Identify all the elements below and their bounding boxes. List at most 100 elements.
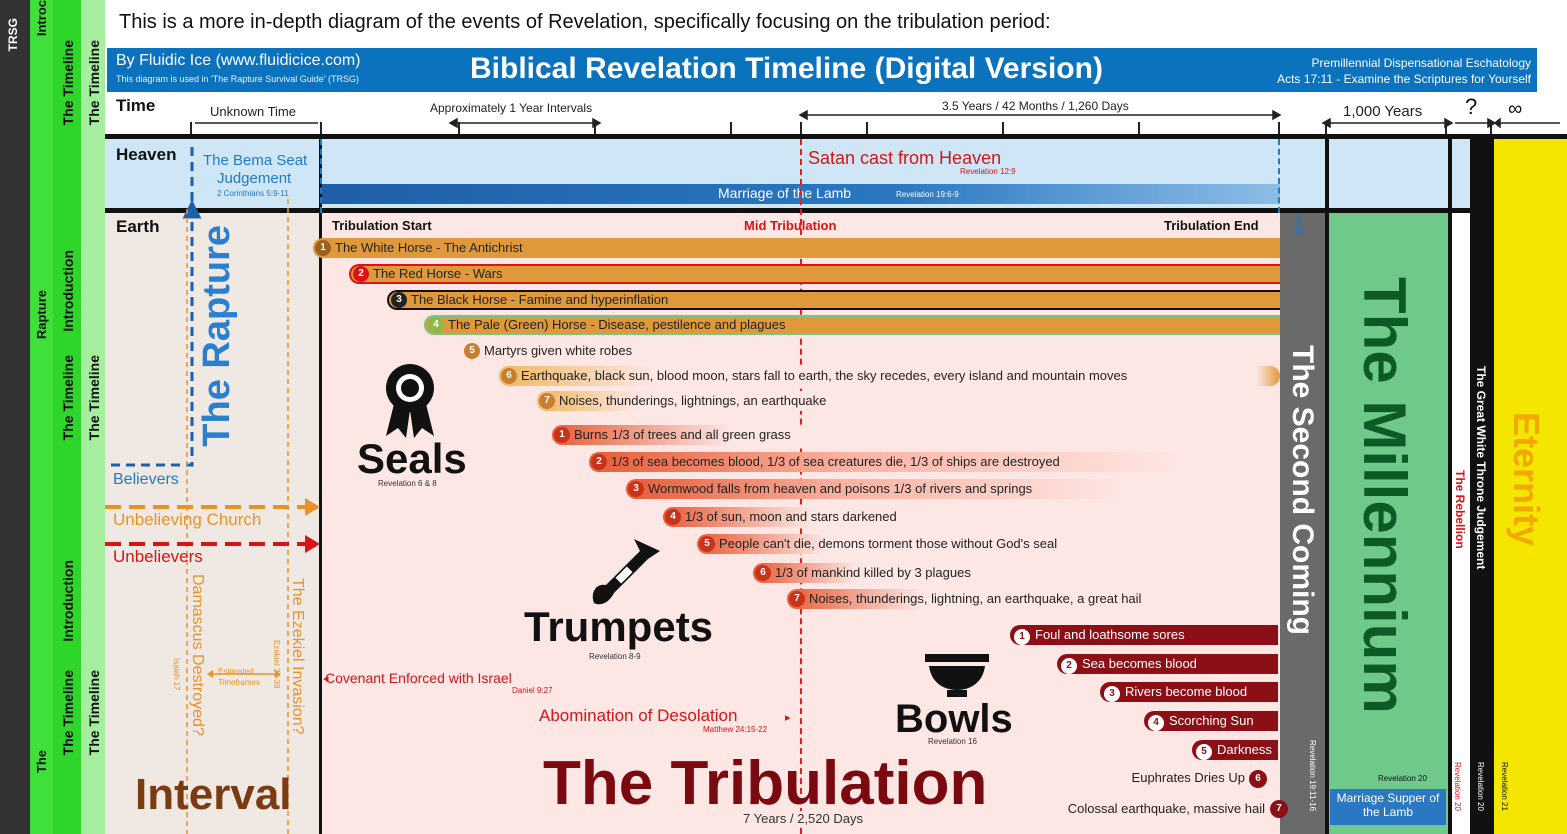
bowl-7-num: 7 [1270,800,1288,818]
covenant-label: Covenant Enforced with Israel [325,670,512,686]
seal-num: 6 [501,368,517,384]
tribulation-subtitle: 7 Years / 2,520 Days [743,811,863,826]
sidebar-trsg-label[interactable]: TRSG [6,18,20,52]
bowl-text: Sea becomes blood [1082,656,1197,671]
tick [320,122,322,134]
time-infinity: ∞ [1508,98,1523,120]
bowl-text: Scorching Sun [1169,713,1254,728]
sidebar-item-rapture[interactable]: Rapture [34,290,49,340]
sidebar-dark [0,0,30,834]
header-bar [107,48,1537,92]
time-approx: Approximately 1 Year Intervals [430,101,593,115]
sidebar-item-introduction-1[interactable]: Introduction [60,250,76,332]
satan-ref: Revelation 12:9 [960,167,1016,176]
trumpets-label: Trumpets [524,603,714,650]
ezekiel-ref: Ezekiel 38-39 [272,640,281,689]
marriage-ref: Revelation 19:6-9 [896,190,959,199]
bowl-num: 5 [1196,744,1212,760]
time-thousand: 1,000 Years [1343,103,1423,120]
millennium-label: The Millennium [1351,277,1418,714]
header-title: Biblical Revelation Timeline (Digital Ve… [470,52,1103,85]
supper-box: Marriage Supper of the Lamb [1330,789,1446,825]
bema-dashed-line [320,139,322,213]
seal-num: 2 [353,266,369,282]
interval-zone [105,213,320,834]
rapture-lines [105,147,320,834]
rebellion-column [1452,213,1470,834]
trumpet-text: Noises, thunderings, lightning, an earth… [809,591,1142,606]
tick [730,122,732,134]
time-label: Time [116,96,156,115]
sidebar-item-introduction-2[interactable]: Introduction [60,560,76,642]
trumpet-text: Wormwood falls from heaven and poisons 1… [648,481,1033,496]
black-column-b [1448,139,1452,834]
header-right-2: Acts 17:11 - Examine the Scriptures for … [1277,72,1531,86]
tick [1325,122,1327,134]
gwt-column [1470,139,1494,834]
sidebar-item-timeline-mid[interactable]: The Timeline [86,355,102,441]
trumpet-num: 3 [628,481,644,497]
abomination-arrow-icon: ▸ [785,712,791,724]
sidebar-item-timeline-3[interactable]: The Timeline [60,670,76,756]
seals-ref: Revelation 6 & 8 [378,479,437,488]
seal-num: 5 [464,343,480,359]
trumpet-text: People can't die, demons torment those w… [719,536,1058,551]
marriage-label: Marriage of the Lamb [718,185,852,201]
seal-ribbon-icon [386,364,434,438]
sidebar-item-timeline-2[interactable]: The Timeline [60,355,76,441]
sidebar-item-timeline-1[interactable]: The Timeline [60,40,76,126]
estimated-label: Estimated [218,667,254,676]
sidebar-item-intro[interactable]: Introc [34,0,49,37]
tick [1138,122,1140,134]
ezekiel-label: The Ezekiel Invasion? [289,578,306,735]
rebellion-ref: Revelation 20 [1453,762,1462,811]
rapture-label: The Rapture [196,225,238,447]
gwt-label: The Great White Throne Judgement [1474,366,1488,570]
trumpet-num: 5 [699,536,715,552]
header-author: By Fluidic Ice (www.fluidicice.com) [116,52,361,69]
second-coming-column [1280,213,1325,834]
seal-text: The Black Horse - Famine and hyperinflat… [411,292,669,307]
bema-ref: 2 Corinthians 5:9-11 [217,189,289,198]
tick [594,122,596,134]
trumpet-num: 1 [554,427,570,443]
sidebar-item-the[interactable]: The [34,750,49,774]
bowl-icon [925,654,989,697]
eternity-column [1494,139,1567,834]
bowl-num: 1 [1014,629,1030,645]
tribulation-start-line [319,139,322,834]
black-column-a [1325,139,1329,834]
seal-text: The White Horse - The Antichrist [335,240,523,255]
abomination-ref: Matthew 24:15-22 [703,725,768,734]
sidebar-col4 [81,0,105,834]
seal-text: The Red Horse - Wars [373,266,503,281]
tick [800,122,802,134]
tick [1445,122,1447,134]
trumpet-text: 1/3 of sun, moon and stars darkened [685,509,897,524]
bowls-label: Bowls [895,697,1013,741]
time-arrows [195,109,1560,129]
bowl-6-num: 6 [1249,770,1267,788]
tick [1002,122,1004,134]
sidebar-item-timeline-bot[interactable]: The Timeline [86,670,102,756]
bowl-num: 2 [1061,658,1077,674]
eternity-ref: Revelation 21 [1500,762,1509,811]
time-half: 3.5 Years / 42 Months / 1,260 Days [942,99,1129,113]
trumpet-num: 4 [665,509,681,525]
tick [1278,122,1280,134]
sidebar-col3 [53,0,81,834]
damascus-ref: Isaiah 17 [172,658,181,691]
sidebar-item-timeline-top[interactable]: The Timeline [86,40,102,126]
abomination-label: Abomination of Desolation [539,706,738,725]
millennium-ref: Revelation 20 [1378,774,1427,783]
seal-text: The Pale (Green) Horse - Disease, pestil… [448,317,786,332]
tribulation-end: Tribulation End [1164,218,1259,233]
